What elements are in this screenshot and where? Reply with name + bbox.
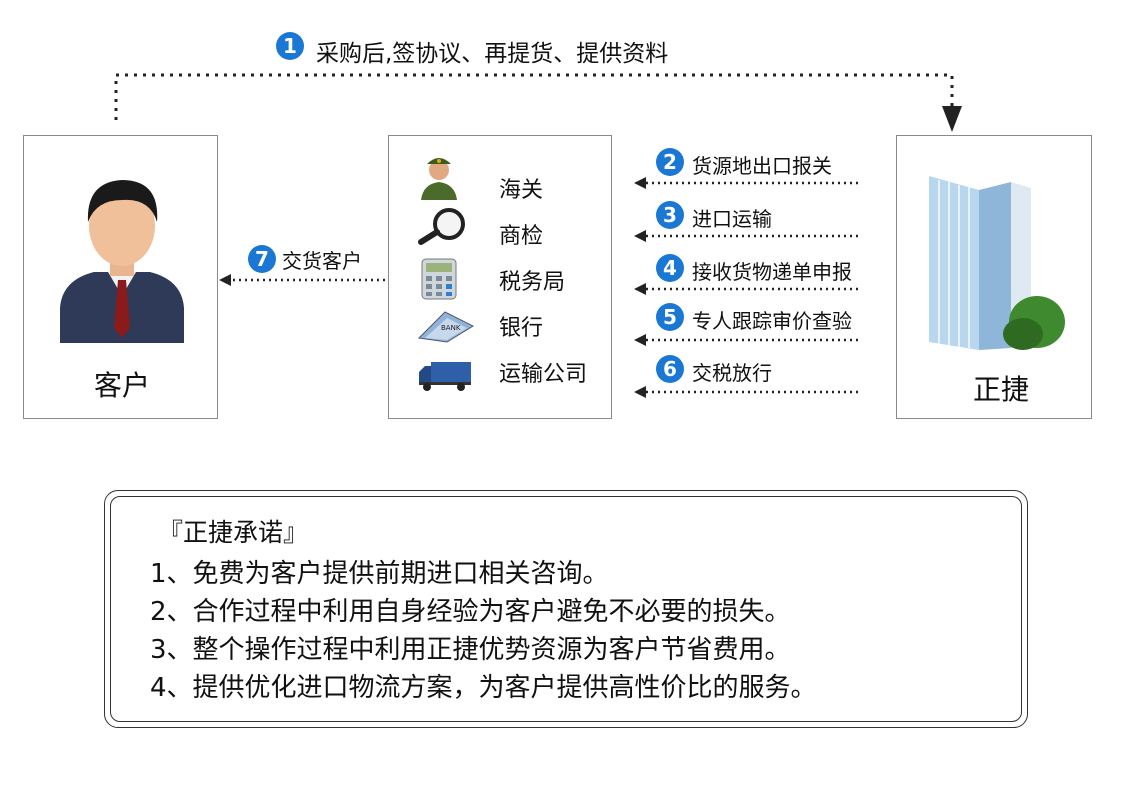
customer-label: 客户 xyxy=(94,369,151,402)
truck-icon xyxy=(419,362,471,391)
step-4-badge: 4 xyxy=(656,254,684,282)
service-inspection: 商检 xyxy=(499,224,544,249)
service-tax-bureau: 税务局 xyxy=(499,270,566,295)
step-6-badge: 6 xyxy=(656,355,684,383)
promise-title: 『正捷承诺』 xyxy=(158,518,309,547)
promise-item-4: 4、提供优化进口物流方案，为客户提供高性价比的服务。 xyxy=(150,673,817,703)
service-customs: 海关 xyxy=(499,178,544,203)
step-5-label: 专人跟踪审价查验 xyxy=(692,309,852,333)
promise-item-2: 2、合作过程中利用自身经验为客户避免不必要的损失。 xyxy=(150,597,791,627)
step-4-label: 接收货物递单申报 xyxy=(692,260,852,284)
top-flow-arrowhead xyxy=(942,106,962,132)
promise-item-1: 1、免费为客户提供前期进口相关咨询。 xyxy=(150,559,609,589)
company-label: 正捷 xyxy=(973,373,1030,406)
customer-box: 客户 xyxy=(23,135,218,419)
promise-box xyxy=(104,490,1028,728)
customs-officer-icon xyxy=(421,158,457,200)
step-1-badge: 1 xyxy=(276,32,304,60)
svg-text:BANK: BANK xyxy=(441,324,461,332)
step-arrows xyxy=(230,181,858,394)
step-2-badge: 2 xyxy=(656,148,684,176)
service-bank: 银行 xyxy=(499,316,544,341)
promise-box-inner xyxy=(110,496,1022,722)
top-flow-line xyxy=(114,73,954,120)
services-box: BANK 海关 商检 税务局 银行 运输公司 xyxy=(388,135,612,419)
top-flow-label: 采购后,签协议、再提货、提供资料 xyxy=(316,41,669,67)
magnifier-icon xyxy=(418,208,465,245)
step-2-label: 货源地出口报关 xyxy=(692,154,832,178)
step-3-label: 进口运输 xyxy=(692,207,772,231)
customer-avatar-icon xyxy=(60,180,184,343)
step-7-badge: 7 xyxy=(248,245,276,273)
calculator-icon xyxy=(421,258,457,300)
office-building-icon xyxy=(929,176,1065,350)
company-box: 正捷 xyxy=(896,135,1092,419)
service-transport: 运输公司 xyxy=(499,362,588,387)
step-3-badge: 3 xyxy=(656,201,684,229)
step-6-label: 交税放行 xyxy=(692,361,772,385)
step-5-badge: 5 xyxy=(656,303,684,331)
promise-item-3: 3、整个操作过程中利用正捷优势资源为客户节省费用。 xyxy=(150,635,791,665)
bank-card-icon: BANK xyxy=(417,311,475,343)
delivery-label: 交货客户 xyxy=(282,249,362,273)
